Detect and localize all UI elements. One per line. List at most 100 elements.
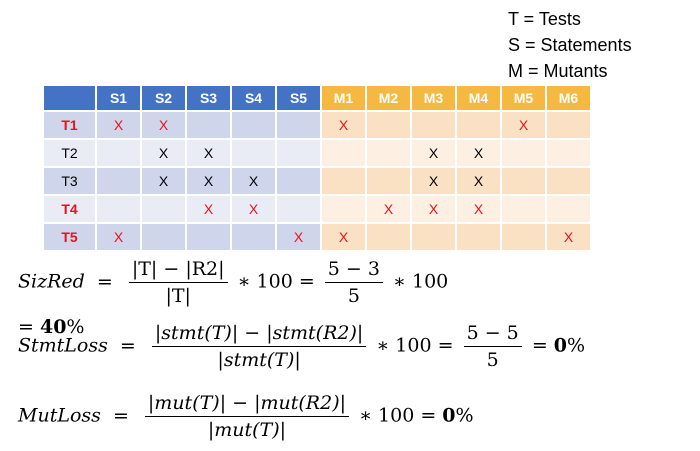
- sizred-times: ∗ 100 =: [237, 270, 315, 293]
- cell-t3-m2: [365, 166, 412, 196]
- row-label-t2: T2: [42, 138, 97, 168]
- legend-mutants: M = Mutants: [508, 61, 608, 81]
- cell-t2-s3: X: [185, 138, 232, 168]
- sizred-fraction-values: 5 − 3 5: [324, 258, 383, 307]
- row-label-t3: T3: [42, 166, 97, 196]
- cell-t3-s5: [275, 166, 322, 196]
- stmtloss-numerator-values: 5 − 5: [463, 322, 522, 347]
- sizred-denominator-values: 5: [347, 285, 360, 307]
- mutloss-result-pct: %: [455, 404, 474, 427]
- cell-t4-m5: [500, 194, 547, 224]
- cell-t1-m2: [365, 110, 412, 140]
- cell-t2-m5: [500, 138, 547, 168]
- cell-t4-s3: X: [185, 194, 232, 224]
- stmtloss-denominator-values: 5: [486, 349, 499, 371]
- table-header-row: S1 S2 S3 S4 S5 M1 M2 M3 M4 M5 M6: [42, 84, 592, 112]
- cell-t5-m2: [365, 222, 412, 252]
- cell-t3-s3: X: [185, 166, 232, 196]
- row-label-t1: T1: [42, 110, 97, 140]
- cell-t5-m4: [455, 222, 502, 252]
- stmtloss-lhs: StmtLoss: [18, 334, 108, 357]
- stmtloss-formula: StmtLoss = |stmt(T)| − |stmt(R2)| |stmt(…: [18, 322, 586, 371]
- cell-t2-m4: X: [455, 138, 502, 168]
- row-label-t4: T4: [42, 194, 97, 224]
- cell-t3-m5: [500, 166, 547, 196]
- mutloss-times: ∗ 100 =: [359, 404, 437, 427]
- cell-t5-m3: [410, 222, 457, 252]
- header-m2: M2: [365, 84, 412, 112]
- row-label-t5: T5: [42, 222, 97, 252]
- cell-t2-s2: X: [140, 138, 187, 168]
- cell-t1-s1: X: [95, 110, 142, 140]
- sizred-tail: ∗ 100: [393, 270, 449, 293]
- cell-t3-m1: [320, 166, 367, 196]
- header-s2: S2: [140, 84, 187, 112]
- legend: T = Tests S = Statements M = Mutants: [508, 6, 632, 84]
- cell-t2-m3: X: [410, 138, 457, 168]
- cell-t2-s1: [95, 138, 142, 168]
- cell-t2-m1: [320, 138, 367, 168]
- sizred-numerator: |T| − |R2|: [128, 258, 228, 283]
- cell-t1-m1: X: [320, 110, 367, 140]
- cell-t1-m5: X: [500, 110, 547, 140]
- cell-t1-s4: [230, 110, 277, 140]
- sizred-result: = 40%: [18, 316, 84, 338]
- header-m6: M6: [545, 84, 592, 112]
- cell-t4-m6: [545, 194, 592, 224]
- mutloss-result-value: 0: [442, 404, 456, 427]
- header-m4: M4: [455, 84, 502, 112]
- cell-t4-s4: X: [230, 194, 277, 224]
- stmtloss-fraction-values: 5 − 5 5: [463, 322, 522, 371]
- cell-t4-s1: [95, 194, 142, 224]
- cell-t3-s1: [95, 166, 142, 196]
- cell-t1-s5: [275, 110, 322, 140]
- stmtloss-fraction: |stmt(T)| − |stmt(R2)| |stmt(T)|: [151, 322, 367, 371]
- header-s3: S3: [185, 84, 232, 112]
- cell-t5-s1: X: [95, 222, 142, 252]
- header-m3: M3: [410, 84, 457, 112]
- header-m1: M1: [320, 84, 367, 112]
- mutloss-denominator: |mut(T)|: [207, 419, 287, 441]
- mutloss-formula: MutLoss = |mut(T)| − |mut(R2)| |mut(T)| …: [18, 392, 474, 441]
- sizred-fraction: |T| − |R2| |T|: [128, 258, 228, 307]
- cell-t2-s5: [275, 138, 322, 168]
- cell-t4-m1: [320, 194, 367, 224]
- cell-t4-m3: X: [410, 194, 457, 224]
- cell-t3-s2: X: [140, 166, 187, 196]
- mutloss-numerator: |mut(T)| − |mut(R2)|: [144, 392, 350, 417]
- sizred-denominator: |T|: [165, 285, 191, 307]
- cell-t1-s2: X: [140, 110, 187, 140]
- sizred-numerator-values: 5 − 3: [324, 258, 383, 283]
- legend-tests: T = Tests: [508, 9, 581, 29]
- cell-t5-s4: [230, 222, 277, 252]
- cell-t5-s5: X: [275, 222, 322, 252]
- mutloss-lhs: MutLoss: [18, 404, 101, 427]
- sizred-lhs: SizRed: [18, 270, 85, 293]
- mutloss-fraction: |mut(T)| − |mut(R2)| |mut(T)|: [144, 392, 350, 441]
- sizred-formula: SizRed = |T| − |R2| |T| ∗ 100 = 5 − 3 5 …: [18, 258, 449, 307]
- cell-t5-s2: [140, 222, 187, 252]
- cell-t1-m6: [545, 110, 592, 140]
- cell-t2-m2: [365, 138, 412, 168]
- cell-t3-s4: X: [230, 166, 277, 196]
- cell-t1-m3: [410, 110, 457, 140]
- cell-t5-m5: [500, 222, 547, 252]
- cell-t1-m4: [455, 110, 502, 140]
- cell-t4-m4: X: [455, 194, 502, 224]
- sizred-result-value: 40: [39, 316, 67, 338]
- sizred-result-prefix: =: [18, 316, 34, 338]
- cell-t5-s3: [185, 222, 232, 252]
- cell-t2-m6: [545, 138, 592, 168]
- stmtloss-result-value: 0: [553, 334, 568, 357]
- stmtloss-numerator: |stmt(T)| − |stmt(R2)|: [151, 322, 367, 347]
- header-s1: S1: [95, 84, 142, 112]
- stmtloss-denominator: |stmt(T)|: [217, 349, 301, 371]
- stmtloss-result-pct: %: [567, 334, 586, 357]
- stmtloss-times: ∗ 100 =: [376, 334, 454, 357]
